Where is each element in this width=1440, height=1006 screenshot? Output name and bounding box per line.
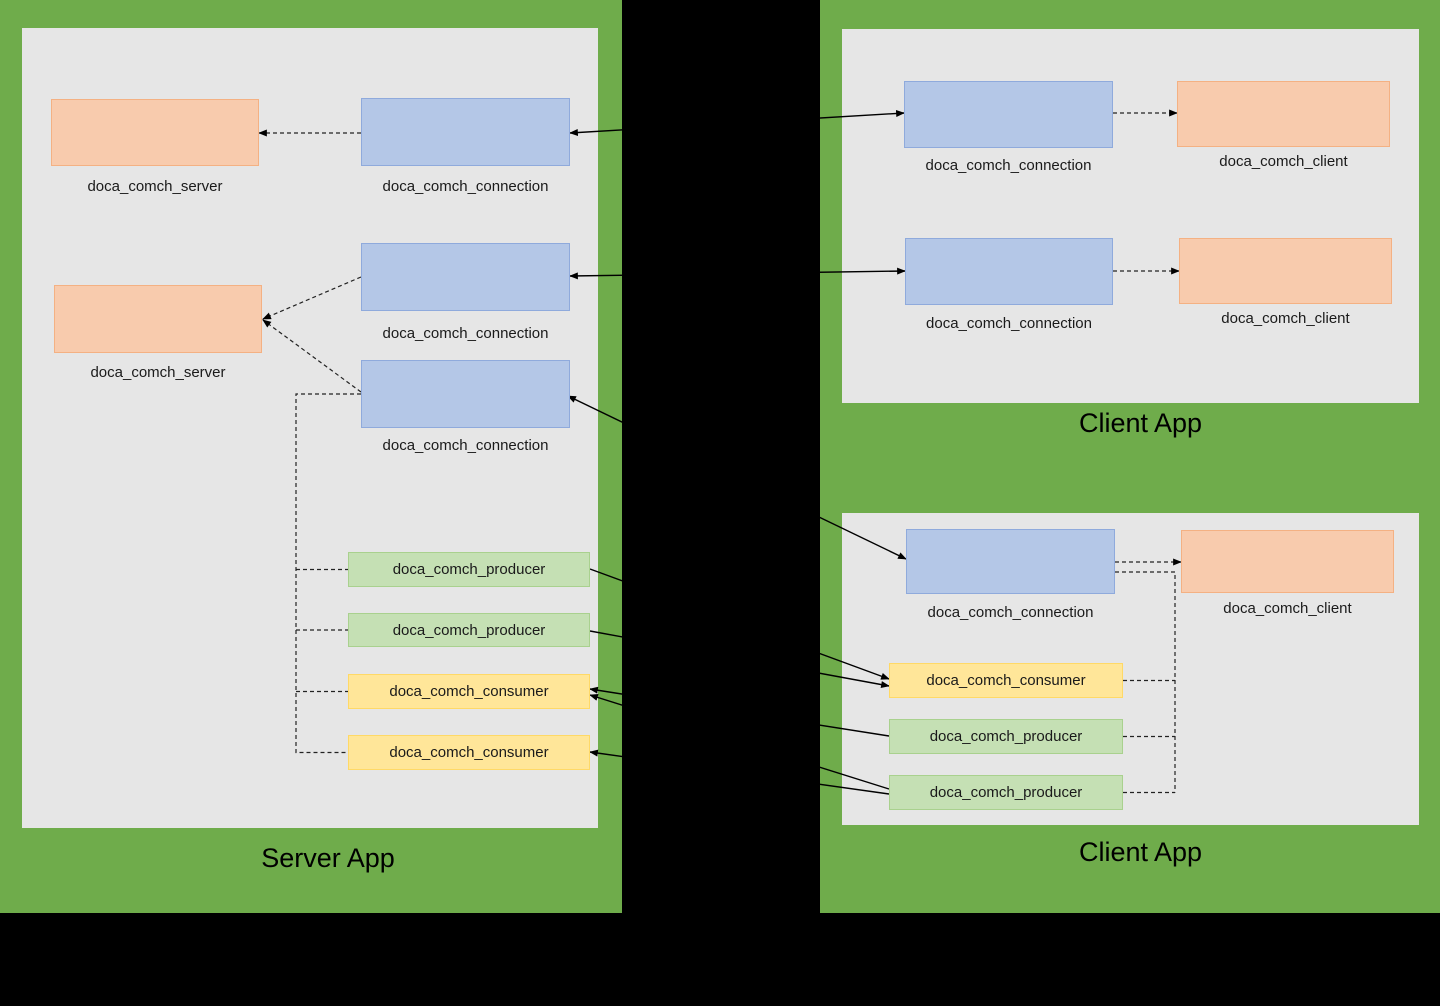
client-app-bottom-title: Client App xyxy=(1078,837,1203,867)
ct-client-box-1-label: doca_comch_client xyxy=(1219,153,1348,170)
solid-connectors xyxy=(567,109,907,795)
producer1-to-consumer-link xyxy=(589,568,890,680)
server-consumer-2: doca_comch_consumer xyxy=(348,735,590,770)
connection2-to-server2 xyxy=(262,276,362,320)
cb-connection-fanout xyxy=(1115,571,1176,793)
connection2-link xyxy=(569,267,906,280)
client-producer2-to-consumer1-link xyxy=(589,694,890,790)
connection1-link xyxy=(569,109,905,137)
ct-client-box-2 xyxy=(1179,238,1392,304)
client-producer2-to-consumer2-link xyxy=(589,749,890,795)
client-app-top-title: Client App xyxy=(1078,408,1203,438)
server-box-2 xyxy=(54,285,262,353)
server-producer-1: doca_comch_producer xyxy=(348,552,590,587)
server-consumer-1: doca_comch_consumer xyxy=(348,674,590,709)
ct-client-box-1 xyxy=(1177,81,1390,147)
cb-client-box-label: doca_comch_client xyxy=(1223,600,1352,617)
cb-producer-1: doca_comch_producer xyxy=(889,719,1123,754)
ct-connection-box-2-label: doca_comch_connection xyxy=(926,315,1092,332)
connection-box-3-label: doca_comch_connection xyxy=(382,437,549,454)
connection-box-2 xyxy=(361,243,570,311)
dashed-connectors xyxy=(258,109,1182,794)
connection3-to-server2 xyxy=(262,319,362,393)
ct-client-box-2-label: doca_comch_client xyxy=(1221,310,1350,327)
client-producer1-to-consumer1-link xyxy=(589,686,890,737)
server-box-1-label: doca_comch_server xyxy=(87,178,223,195)
connection3-fanout xyxy=(295,393,361,754)
connection-box-1-label: doca_comch_connection xyxy=(382,178,549,195)
cb-connection-box xyxy=(906,529,1115,594)
server-producer-2: doca_comch_producer xyxy=(348,613,590,647)
connection-box-1 xyxy=(361,98,570,166)
connection-box-2-label: doca_comch_connection xyxy=(382,325,549,342)
cb-client-box xyxy=(1181,530,1394,593)
server-app-title: Server App xyxy=(261,843,395,873)
cb-consumer: doca_comch_consumer xyxy=(889,663,1123,698)
cb-producer-2: doca_comch_producer xyxy=(889,775,1123,810)
cb-connection-box-label: doca_comch_connection xyxy=(927,604,1094,621)
ct-connection-box-1-label: doca_comch_connection xyxy=(925,157,1092,174)
connection3-link xyxy=(567,395,907,560)
producer2-to-consumer-link xyxy=(589,630,890,689)
ct-connection-box-2 xyxy=(905,238,1113,305)
connection-box-3 xyxy=(361,360,570,428)
ct-connection-box-1 xyxy=(904,81,1113,148)
server-box-2-label: doca_comch_server xyxy=(90,364,226,381)
server-box-1 xyxy=(51,99,259,166)
